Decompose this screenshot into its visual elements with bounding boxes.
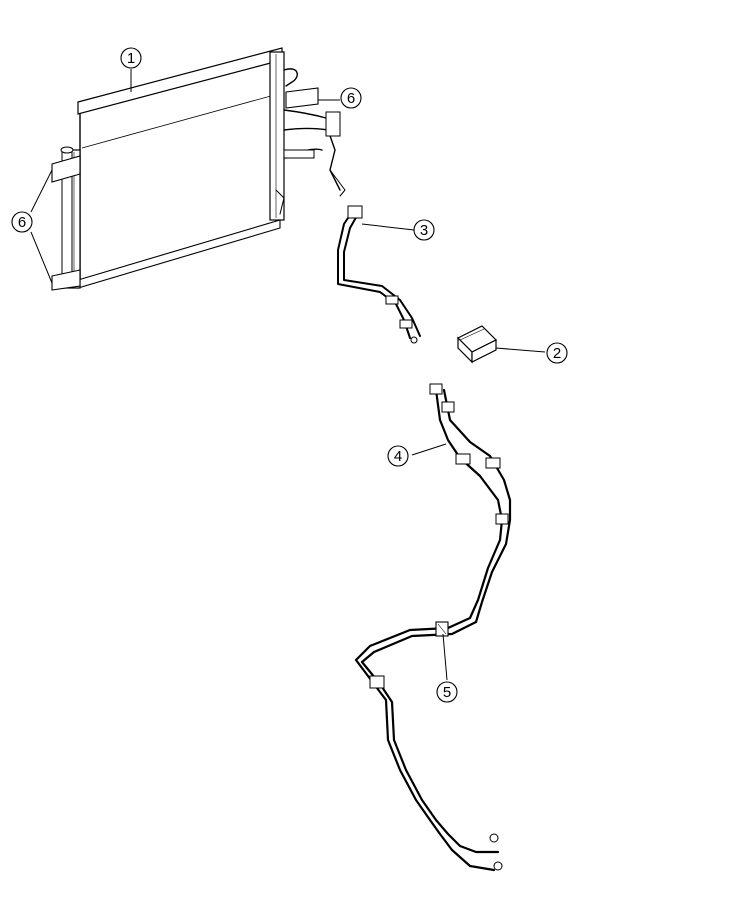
- svg-text:5: 5: [443, 684, 451, 701]
- mounting-bracket-right[interactable]: [285, 87, 319, 109]
- mounting-bracket-left-top[interactable]: [51, 155, 81, 183]
- callout-6-right: 6: [340, 87, 362, 109]
- ac-line-upper[interactable]: [337, 205, 421, 344]
- svg-text:4: 4: [394, 448, 402, 465]
- callout-3: 3: [413, 219, 435, 241]
- callout-6-left: 6: [11, 211, 33, 233]
- svg-text:6: 6: [18, 214, 26, 231]
- callout-4: 4: [387, 445, 409, 467]
- small-box-part[interactable]: [456, 325, 498, 364]
- callout-2: 2: [546, 342, 568, 364]
- ac-line-long[interactable]: [354, 383, 512, 872]
- svg-text:6: 6: [347, 90, 355, 107]
- callout-5: 5: [436, 681, 458, 703]
- svg-text:2: 2: [553, 345, 561, 362]
- condenser-radiator[interactable]: [60, 47, 346, 289]
- mounting-bracket-left-bottom[interactable]: [51, 269, 81, 291]
- line-clip[interactable]: [435, 621, 449, 637]
- svg-text:3: 3: [420, 222, 428, 239]
- leader-lines: [30, 69, 546, 681]
- svg-text:1: 1: [127, 50, 135, 67]
- callout-1: 1: [120, 47, 142, 69]
